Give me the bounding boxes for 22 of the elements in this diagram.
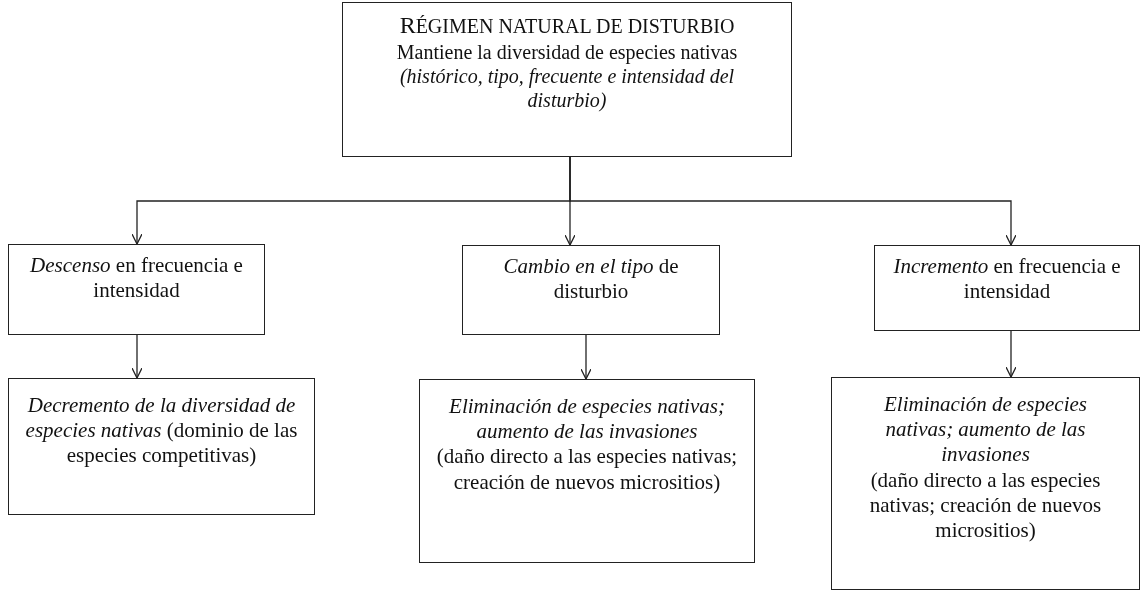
arrow bbox=[1005, 330, 1017, 378]
box-text: Decremento de la diversidad de especies nativas (dominio de las especies competitivas) bbox=[24, 393, 299, 469]
box-text: (daño directo a las especies nativas; creación de nuevos micrositios) bbox=[868, 467, 1103, 544]
box-text: (daño directo a las especies nativas; creación de nuevos micrositios) bbox=[435, 444, 739, 495]
box-text: Incremento en frecuencia e intensidad bbox=[892, 254, 1122, 305]
process-box bbox=[8, 378, 315, 515]
box-text: Eliminación de especies nativas; aumento de las invasiones bbox=[448, 394, 726, 445]
process-box bbox=[831, 377, 1140, 590]
arrow bbox=[580, 334, 592, 380]
box-note: (histórico, tipo, frecuente e intensidad del disturbio) bbox=[398, 64, 736, 112]
process-box bbox=[874, 245, 1140, 331]
box-subtitle: Mantiene la diversidad de especies nativas bbox=[396, 39, 738, 64]
process-box bbox=[8, 244, 265, 335]
process-box bbox=[419, 379, 755, 563]
box-title: RÉGIMEN NATURAL DE DISTURBIO bbox=[399, 11, 735, 40]
process-box bbox=[462, 245, 720, 335]
box-text: Eliminación de especies nativas; aumento de las invasiones bbox=[883, 392, 1088, 468]
box-text: Cambio en el tipo de disturbio bbox=[502, 254, 680, 305]
arrow bbox=[131, 334, 143, 379]
box-text: Descenso en frecuencia e intensidad bbox=[29, 253, 244, 304]
arrow bbox=[569, 156, 1017, 246]
process-box bbox=[342, 2, 792, 157]
